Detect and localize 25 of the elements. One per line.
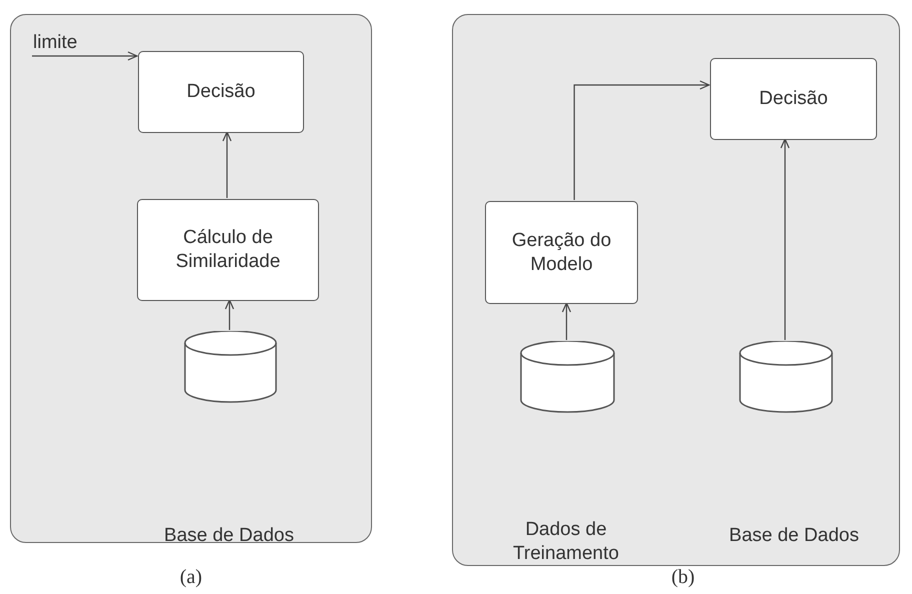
panel-caption: (b) [670,566,696,589]
process-box [137,199,319,301]
box-label: Cálculo de Similaridade [174,226,282,274]
input-label: limite [33,31,109,57]
arrow [222,131,232,198]
arrow [32,51,138,61]
box-label: Decisão [759,87,828,111]
panel-background [452,14,900,566]
arrow [574,80,710,200]
database-cylinder [520,341,615,413]
process-box [138,51,304,133]
arrow [562,302,572,340]
arrow [224,299,234,330]
process-box [710,58,877,140]
box-label: Geração do Modelo [510,228,612,276]
box-label: Decisão [186,80,256,104]
database-cylinder [184,331,277,403]
database-cylinder [739,341,833,413]
arrow [780,138,790,340]
database-label: Base de Dados [728,524,860,548]
panel-caption: (a) [178,566,204,589]
process-box [485,201,638,304]
database-label: Dados de Treinamento [512,518,620,566]
database-label: Base de Dados [163,524,295,548]
panel-background [10,14,372,543]
